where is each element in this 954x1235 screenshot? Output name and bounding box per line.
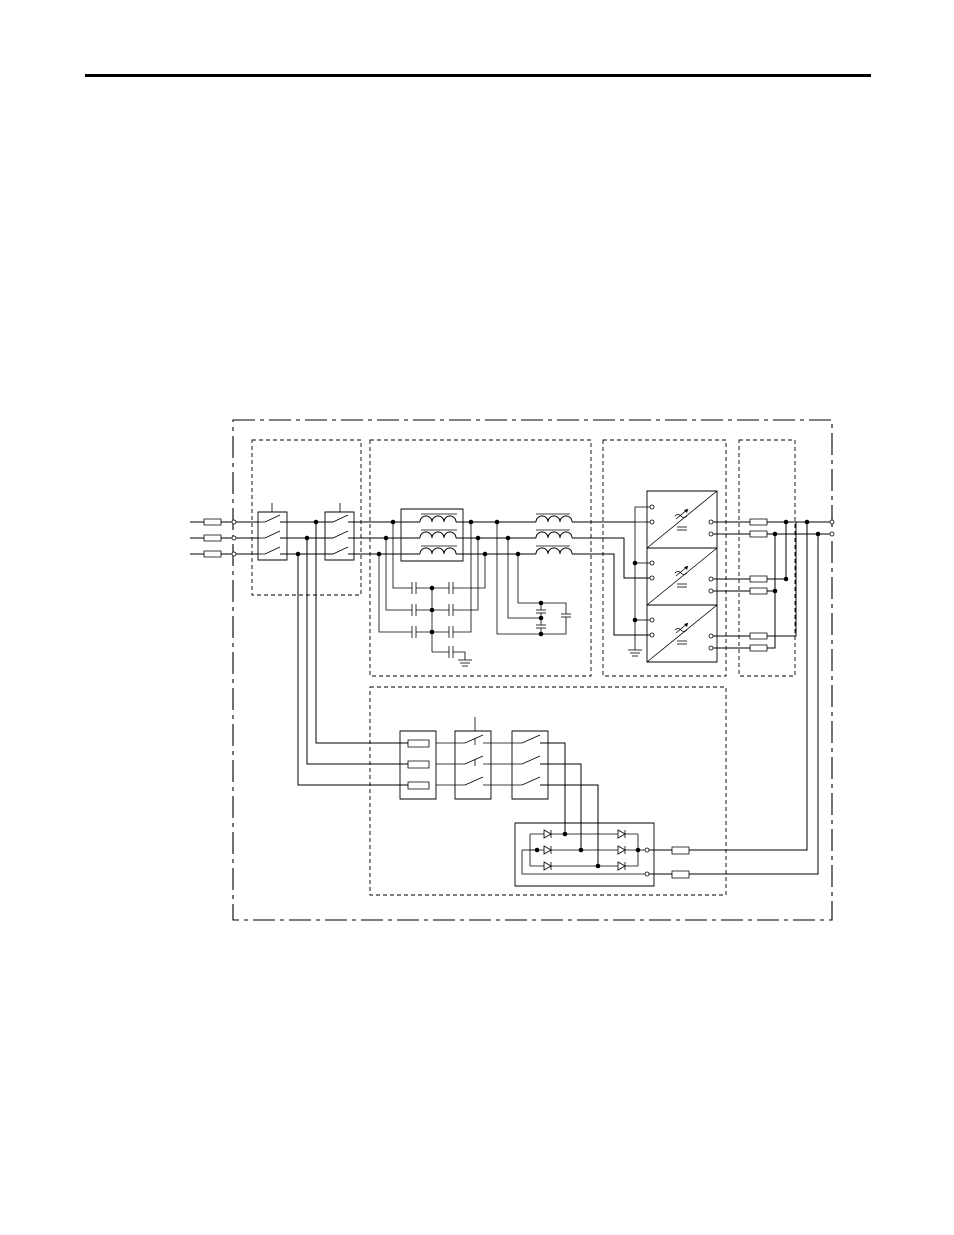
ground-icon: [458, 660, 472, 666]
input-fuses: [204, 519, 221, 557]
converter-module-1: [647, 491, 717, 548]
filter-capacitor-bank: [379, 522, 485, 660]
filter-reactor-coils: [420, 514, 457, 554]
chassis-ground-icon: [628, 650, 642, 656]
output-fuses-border: [739, 440, 795, 676]
dc-output-terminals: [830, 520, 834, 536]
dc-output-lines: [713, 522, 830, 648]
main-disconnect-switch: [258, 503, 287, 560]
filter-mid-lines: [456, 522, 536, 554]
dc-output-fuses: [750, 519, 767, 651]
main-contactor-switch: [325, 503, 354, 560]
converter-modules-border: [603, 440, 726, 676]
filter-capacitor-branch-2: [497, 522, 571, 636]
precharge-fuse-block: [400, 731, 436, 799]
precharge-disconnect-switch: [436, 717, 491, 799]
input-lines: [190, 522, 258, 554]
converter-module-2: [647, 548, 717, 605]
converter-feed-lines: [572, 507, 651, 650]
diode-bridge-rectifier: [515, 823, 654, 886]
precharge-output: [645, 522, 818, 878]
converter-module-3: [647, 605, 717, 662]
precharge-contactor: [483, 731, 548, 799]
input-filter-border: [370, 440, 591, 676]
outer-enclosure-border: [233, 420, 832, 920]
rectifier-feed-lines: [540, 743, 598, 866]
output-reactor-coils: [536, 514, 572, 554]
